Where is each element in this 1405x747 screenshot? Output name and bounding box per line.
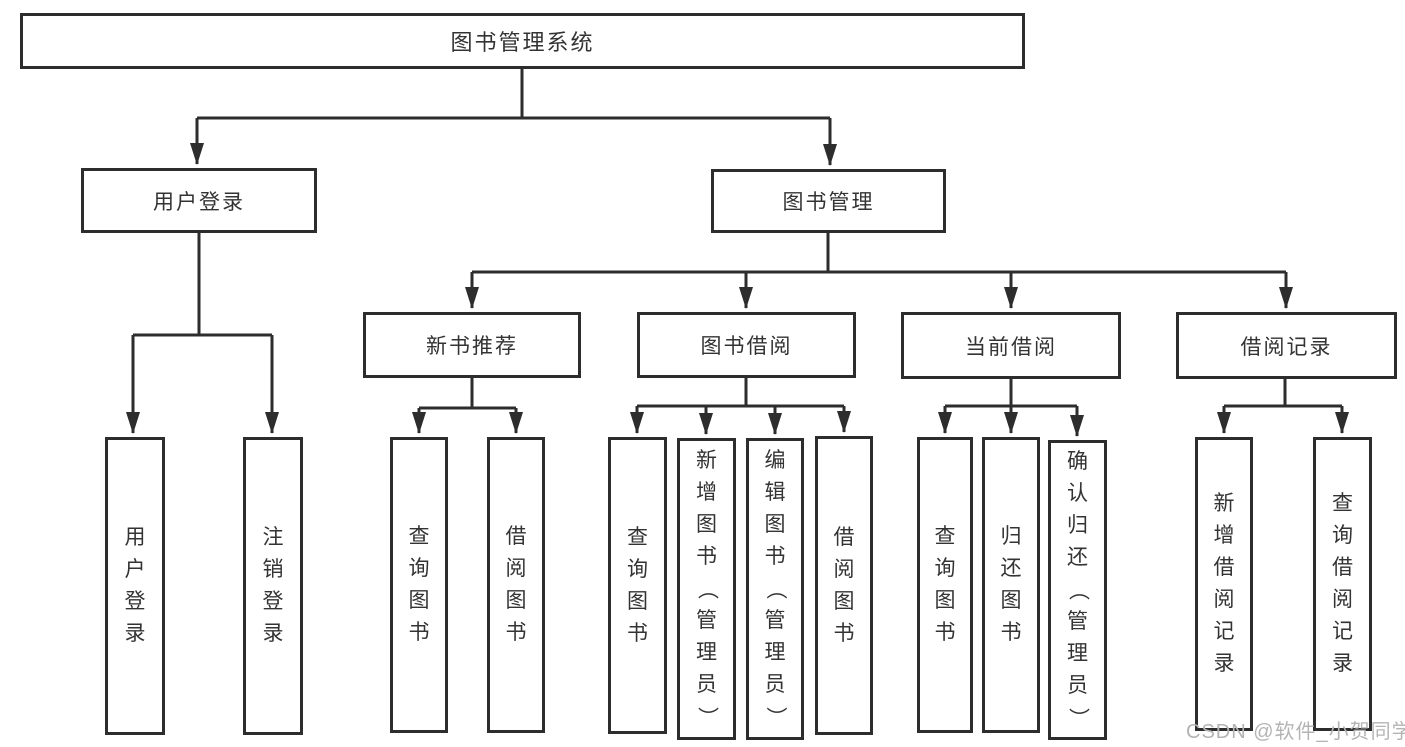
connector-book-management-children: [465, 233, 1293, 309]
node-new-book-recommendation: 新书推荐: [363, 312, 581, 378]
leaf-query-books-2: 查询图书: [608, 437, 667, 734]
leaf-user-login: 用户登录: [105, 437, 165, 735]
leaf-query-books-3: 查询图书: [917, 437, 973, 733]
leaf-edit-books-admin: 编辑图书（管理员）: [746, 438, 804, 740]
leaf-return-books: 归还图书: [982, 437, 1040, 733]
node-library-management-system: 图书管理系统: [20, 13, 1025, 69]
node-borrowing-records: 借阅记录: [1176, 312, 1397, 379]
connector-borrow-records-children: [1217, 379, 1349, 434]
node-book-borrowing: 图书借阅: [637, 312, 856, 378]
connector-new-book-children: [412, 378, 523, 434]
connector-book-borrow-children: [630, 378, 851, 435]
leaf-borrow-books-2: 借阅图书: [815, 436, 873, 735]
node-current-borrowing: 当前借阅: [901, 312, 1121, 379]
leaf-borrow-books-1: 借阅图书: [487, 437, 545, 733]
connector-user-login-children: [126, 233, 279, 434]
node-book-management: 图书管理: [711, 169, 946, 233]
leaf-query-borrow-record: 查询借阅记录: [1313, 437, 1372, 731]
leaf-query-books-1: 查询图书: [390, 437, 448, 733]
csdn-watermark: CSDN @软件_小贺同学: [1186, 721, 1405, 743]
leaf-confirm-return-admin: 确认归还（管理员）: [1048, 440, 1107, 740]
node-user-login: 用户登录: [81, 168, 317, 233]
leaf-add-books-admin: 新增图书（管理员）: [677, 438, 736, 740]
leaf-add-borrow-record: 新增借阅记录: [1195, 437, 1253, 731]
leaf-logout: 注销登录: [243, 437, 303, 735]
connector-root-to-level2: [190, 69, 837, 166]
connector-current-borrow-children: [938, 379, 1084, 437]
